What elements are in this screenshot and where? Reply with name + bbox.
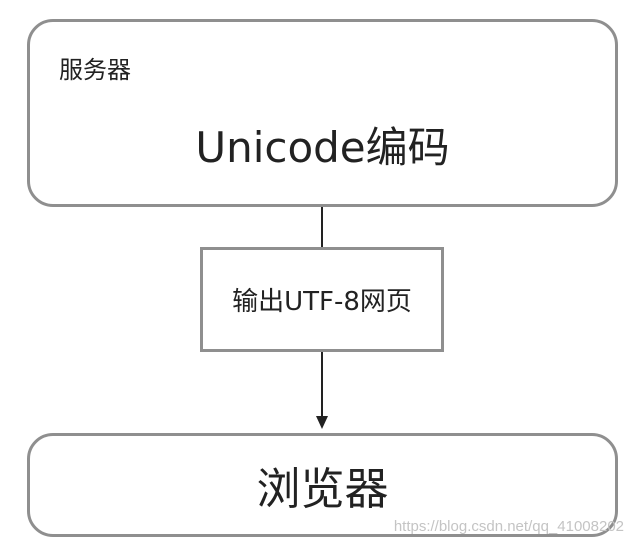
browser-box: 浏览器 xyxy=(27,433,618,537)
output-label: 输出UTF-8网页 xyxy=(232,287,412,317)
server-label: 服务器 xyxy=(59,56,131,84)
arrow-down-icon xyxy=(316,416,328,429)
server-box: 服务器 Unicode编码 xyxy=(27,19,618,207)
output-box: 输出UTF-8网页 xyxy=(200,247,444,352)
browser-label: 浏览器 xyxy=(256,464,389,515)
server-title: Unicode编码 xyxy=(195,123,450,172)
watermark: https://blog.csdn.net/qq_41008202 xyxy=(393,518,624,535)
